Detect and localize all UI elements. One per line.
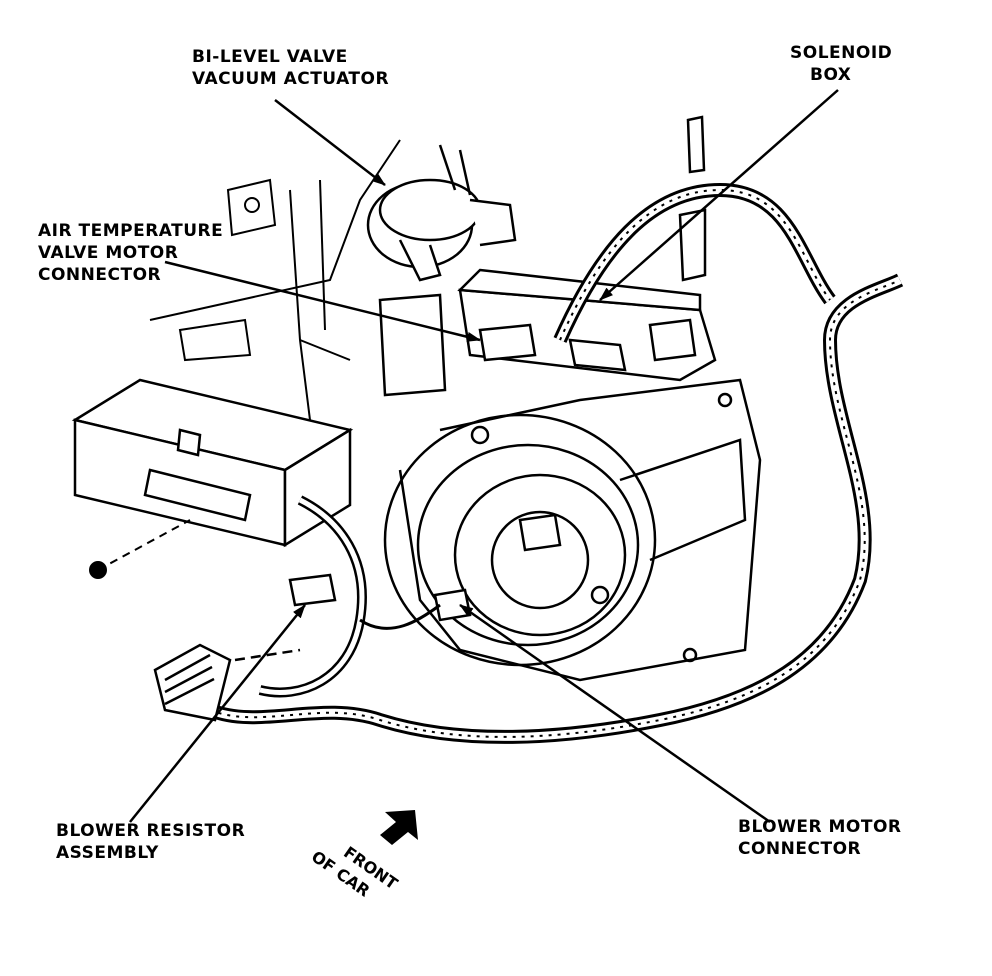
bilevel-actuator-drawing [366,144,517,282]
airtemp-label-line1: AIR TEMPERATURE [38,221,224,241]
resistor-label-line2: ASSEMBLY [56,843,159,863]
leader-lines [129,89,839,824]
air-temp-connector-label: AIR TEMPERATURE VALVE MOTOR CONNECTOR [38,220,223,286]
blower-resistor-label: BLOWER RESISTOR ASSEMBLY [56,820,245,864]
solenoid-label-line1: SOLENOID [790,43,893,63]
resistor-label-line1: BLOWER RESISTOR [56,821,246,841]
bilevel-actuator-label: BI-LEVEL VALVE VACUUM ACTUATOR [192,46,389,90]
bilevel-label-line2: VACUUM ACTUATOR [192,69,390,89]
airtemp-label-line2: VALVE MOTOR [38,243,179,263]
solenoid-label-line2: BOX [810,65,852,85]
wiring-harness-drawing [207,182,904,744]
resistor-box-drawing [71,378,354,548]
blower-housing-drawing [383,378,762,682]
airtemp-label-line3: CONNECTOR [38,265,162,285]
blower-motor-connector-label: BLOWER MOTOR CONNECTOR [738,816,902,860]
resistor-connector-drawing [153,573,337,722]
solenoid-box-label: SOLENOID BOX [790,42,892,86]
motor-label-line1: BLOWER MOTOR [738,817,902,837]
bilevel-label-line1: BI-LEVEL VALVE [192,47,348,67]
front-arrow-icon [380,810,418,845]
dashboard-outline [149,139,401,421]
motor-label-line2: CONNECTOR [738,839,862,859]
screw-drawing [89,519,191,579]
